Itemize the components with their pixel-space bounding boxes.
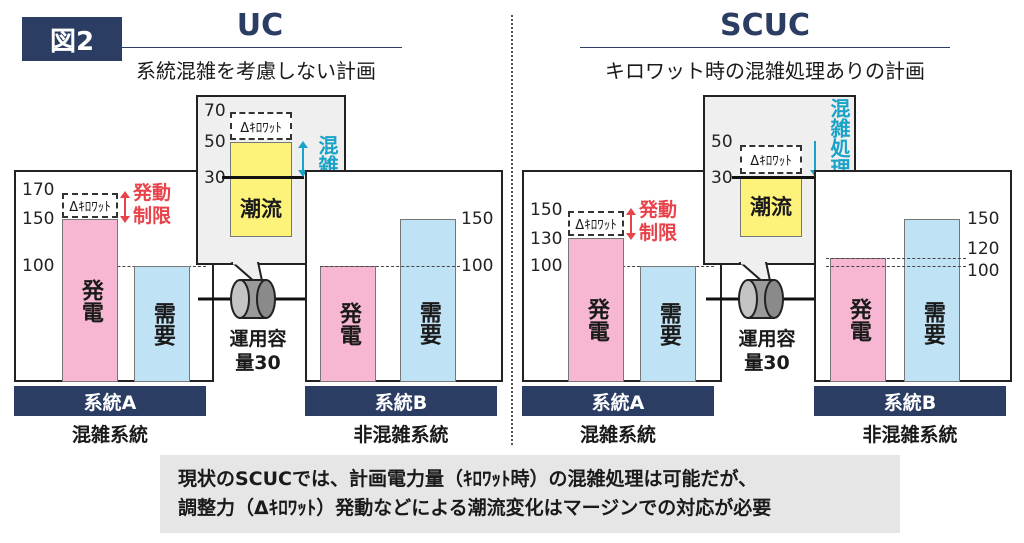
uc-zoom-tick-70: 70 [204,101,226,121]
scuc-a-generation-label: 発電 [583,298,609,342]
figure-label: 図2 [22,17,122,61]
uc-b-generation-label: 発電 [335,302,361,346]
uc-b-demand-label: 需要 [415,301,441,345]
uc-subtitle: 系統混雑を考慮しない計画 [136,59,376,83]
uc-a-generation-label: 発電 [77,278,103,323]
scuc-system-a-status: 混雑系統 [579,424,656,446]
scuc-zoom-flow-label: 潮流 [750,194,792,219]
uc-b-generation-bar: 発電 [320,266,376,382]
uc-a-tick-170: 170 [22,180,55,200]
scuc-a-tick-100: 100 [530,256,563,276]
section-divider [511,15,513,445]
scuc-b-demand-bar: 需要 [904,219,960,382]
scuc-b-line-120 [826,258,966,259]
uc-a-dispatch-label: 発動制限 [133,182,172,227]
uc-zoom-flow-bar: 潮流 [230,142,292,237]
uc-a-demand-label: 需要 [149,302,175,346]
uc-b-tick-150: 150 [461,209,494,229]
scuc-title-rule [580,47,950,48]
bottom-note-line-2: 調整力（Δｷﾛﾜｯﾄ）発動などによる潮流変化はマージンでの対応が必要 [178,497,772,520]
uc-system-a-label: 系統A [14,386,206,416]
uc-a-tick-150: 150 [22,209,55,229]
uc-b-demand-bar: 需要 [400,219,456,382]
bottom-note-line-1: 現状のSCUCでは、計画電力量（ｷﾛﾜｯﾄ時）の混雑処理は可能だが、 [178,468,758,490]
uc-a-tick-100: 100 [22,256,55,276]
scuc-zoom-flow-bar: 潮流 [740,177,802,237]
scuc-b-generation-label: 発電 [845,298,871,342]
uc-system-b-status: 非混雑系統 [353,424,449,446]
uc-a-delta-box: Δｷﾛﾜｯﾄ [62,193,118,218]
uc-system-a-status: 混雑系統 [71,424,148,446]
uc-a-generation-bar: 発電 [62,219,118,382]
uc-system-b-label: 系統B [305,386,497,416]
uc-a-dispatch-arrow [120,191,130,223]
scuc-system-b-label: 系統B [814,386,1006,416]
uc-a-demand-bar: 需要 [134,266,190,382]
scuc-interconnector [706,279,834,319]
scuc-capacity-label: 運用容量30 [738,328,796,374]
scuc-a-dispatch-arrow [626,208,636,240]
uc-zoom-tick-30: 30 [204,168,226,188]
scuc-system-b-status: 非混雑系統 [862,424,958,446]
scuc-title: SCUC [720,8,810,43]
scuc-zoom-tick-50: 50 [711,132,733,152]
scuc-zoom-capacity-line [732,176,814,179]
scuc-zoom-tick-30: 30 [711,168,733,188]
uc-zoom-capacity-line [222,176,304,179]
uc-zoom-congestion-label: 混雑 [315,135,339,175]
scuc-a-delta-box: Δｷﾛﾜｯﾄ [568,211,624,236]
uc-zoom-flow-label: 潮流 [240,197,282,222]
scuc-b-tick-150: 150 [967,209,1000,229]
scuc-b-tick-120: 120 [967,239,1000,259]
scuc-subtitle: キロワット時の混雑処理ありの計画 [605,59,925,83]
uc-title: UC [236,8,284,43]
scuc-a-dispatch-label: 発動制限 [639,199,678,244]
scuc-b-demand-label: 需要 [919,301,945,345]
scuc-a-tick-150: 150 [530,200,563,220]
scuc-a-demand-bar: 需要 [640,266,696,382]
uc-zoom-delta-box: Δｷﾛﾜｯﾄ [230,112,292,140]
uc-b-baseline-100 [320,266,460,267]
scuc-a-demand-label: 需要 [655,302,681,346]
scuc-a-tick-130: 130 [530,229,563,249]
scuc-b-baseline-100 [826,266,966,267]
scuc-a-generation-bar: 発電 [568,238,624,382]
uc-title-rule [110,47,402,48]
uc-zoom-tick-50: 50 [204,132,226,152]
bottom-note: 現状のSCUCでは、計画電力量（ｷﾛﾜｯﾄ時）の混雑処理は可能だが、 調整力（Δ… [160,455,900,533]
uc-b-tick-100: 100 [461,256,494,276]
scuc-system-a-label: 系統A [522,386,714,416]
scuc-b-tick-100: 100 [967,261,1000,281]
uc-interconnector [198,279,326,319]
scuc-zoom-delta-box: Δｷﾛﾜｯﾄ [740,145,802,174]
uc-capacity-label: 運用容量30 [229,328,287,374]
scuc-b-generation-bar: 発電 [830,258,886,382]
